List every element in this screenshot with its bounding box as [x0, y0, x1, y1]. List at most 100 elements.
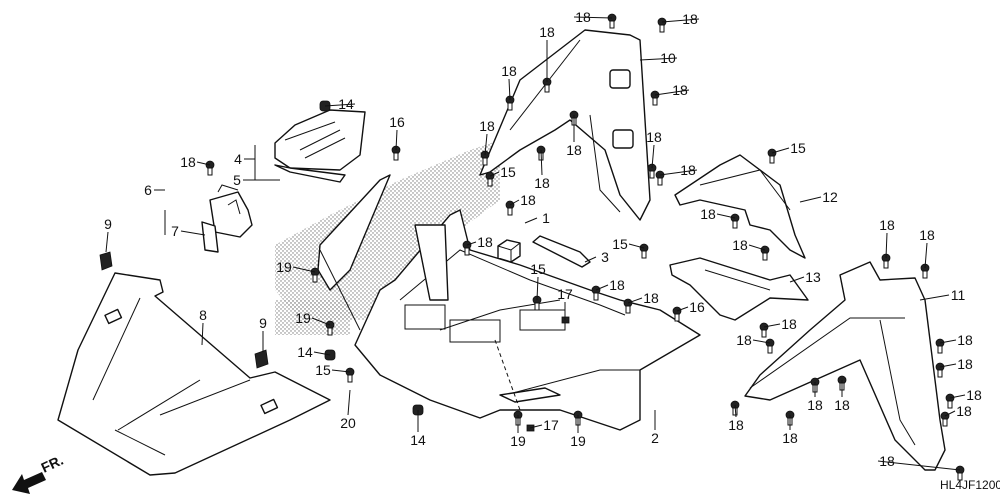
leader-line: [716, 213, 736, 219]
callout-18: 18: [879, 453, 895, 469]
leader-line: [489, 171, 500, 177]
callout-11: 11: [951, 287, 966, 303]
callout-16: 16: [389, 114, 405, 130]
callout-18: 18: [520, 192, 536, 208]
callout-17: 17: [543, 417, 559, 433]
leader-line: [651, 144, 655, 169]
callout-18: 18: [575, 9, 591, 25]
callout-18: 18: [643, 290, 659, 306]
fastener-15[interactable]: [639, 243, 649, 259]
callout-18: 18: [966, 387, 982, 403]
part-4-box[interactable]: [274, 109, 366, 171]
leader-line: [771, 147, 790, 154]
leader-line: [347, 389, 351, 416]
callout-16: 16: [689, 299, 705, 315]
leader-line: [885, 232, 888, 259]
callout-18: 18: [956, 403, 972, 419]
callout-18: 18: [834, 397, 850, 413]
callout-18: 18: [919, 227, 935, 243]
callout-6: 6: [144, 182, 152, 198]
part-3-plate[interactable]: [532, 235, 591, 268]
leader-line: [584, 256, 597, 263]
leader-line: [752, 339, 771, 344]
callout-14: 14: [338, 96, 354, 112]
leader-line: [789, 276, 805, 283]
leader-line: [949, 394, 966, 399]
part-9-clip-left[interactable]: [99, 251, 113, 271]
leader-line: [661, 18, 700, 23]
leader-line: [311, 317, 331, 326]
leader-line: [676, 306, 689, 312]
fastener-18[interactable]: [655, 170, 665, 186]
part-7-plate[interactable]: [201, 221, 219, 253]
callout-19: 19: [295, 310, 311, 326]
part-6-bracket[interactable]: [209, 184, 253, 238]
fastener-18[interactable]: [935, 338, 945, 354]
part-10-left-fender[interactable]: [479, 29, 651, 221]
leader-line: [944, 410, 956, 417]
part-5-gasket[interactable]: [274, 164, 346, 183]
leader-line: [540, 149, 543, 176]
part-11-right-fender[interactable]: [744, 261, 946, 471]
fastener-18[interactable]: [623, 298, 633, 314]
fastener-18[interactable]: [657, 17, 667, 33]
leader-line: [180, 230, 206, 236]
callout-19: 19: [510, 433, 526, 449]
fastener-18[interactable]: [730, 213, 740, 229]
callout-14: 14: [410, 432, 426, 448]
fastener-15[interactable]: [345, 367, 355, 383]
callout-18: 18: [479, 118, 495, 134]
part-1-cube[interactable]: [497, 239, 521, 263]
leader-line: [331, 369, 351, 373]
leader-line: [529, 424, 543, 429]
leader-line: [939, 339, 957, 344]
leader-line: [244, 145, 256, 180]
leader-line: [924, 242, 928, 269]
diagram-code: HL4JF1200: [940, 478, 1000, 492]
fastener-18[interactable]: [205, 160, 215, 176]
leader-line: [763, 323, 781, 328]
leader-line: [573, 16, 613, 19]
fastener-18[interactable]: [935, 362, 945, 378]
leader-line: [799, 196, 822, 203]
callout-9: 9: [104, 216, 112, 232]
callout-14: 14: [297, 344, 313, 360]
leader-line: [324, 103, 356, 107]
callout-18: 18: [879, 217, 895, 233]
callout-15: 15: [612, 236, 628, 252]
leader-line: [509, 199, 520, 206]
leader-line: [196, 161, 211, 166]
leader-line: [919, 294, 950, 301]
fastener-15[interactable]: [767, 148, 777, 164]
callout-18: 18: [680, 162, 696, 178]
part-9-clip-right[interactable]: [254, 349, 269, 369]
leader-line: [877, 460, 961, 471]
fastener-18[interactable]: [650, 90, 660, 106]
leader-line: [734, 404, 737, 418]
callout-18: 18: [732, 237, 748, 253]
fastener-18[interactable]: [760, 245, 770, 261]
leader-line: [395, 129, 398, 151]
part-13-inner-cover[interactable]: [669, 257, 809, 321]
part-12-inner-cover[interactable]: [674, 154, 806, 259]
callout-3: 3: [601, 249, 609, 265]
callout-13: 13: [805, 269, 821, 285]
fastener-18[interactable]: [765, 338, 775, 354]
callout-15: 15: [500, 164, 516, 180]
callout-18: 18: [477, 234, 493, 250]
arrow-icon: [12, 472, 46, 494]
leader-line: [654, 89, 690, 96]
front-direction-arrow: FR.: [12, 452, 66, 494]
leader-line: [659, 169, 698, 176]
fastener-18[interactable]: [759, 322, 769, 338]
leader-line: [627, 297, 643, 304]
leader-line: [313, 351, 331, 356]
callout-10: 10: [660, 50, 676, 66]
fastener-18[interactable]: [945, 393, 955, 409]
callout-15: 15: [315, 362, 331, 378]
direction-label: FR.: [39, 452, 66, 476]
fastener-18[interactable]: [607, 13, 617, 29]
part-8-hood-panel[interactable]: [57, 272, 331, 476]
callout-1: 1: [542, 210, 550, 226]
